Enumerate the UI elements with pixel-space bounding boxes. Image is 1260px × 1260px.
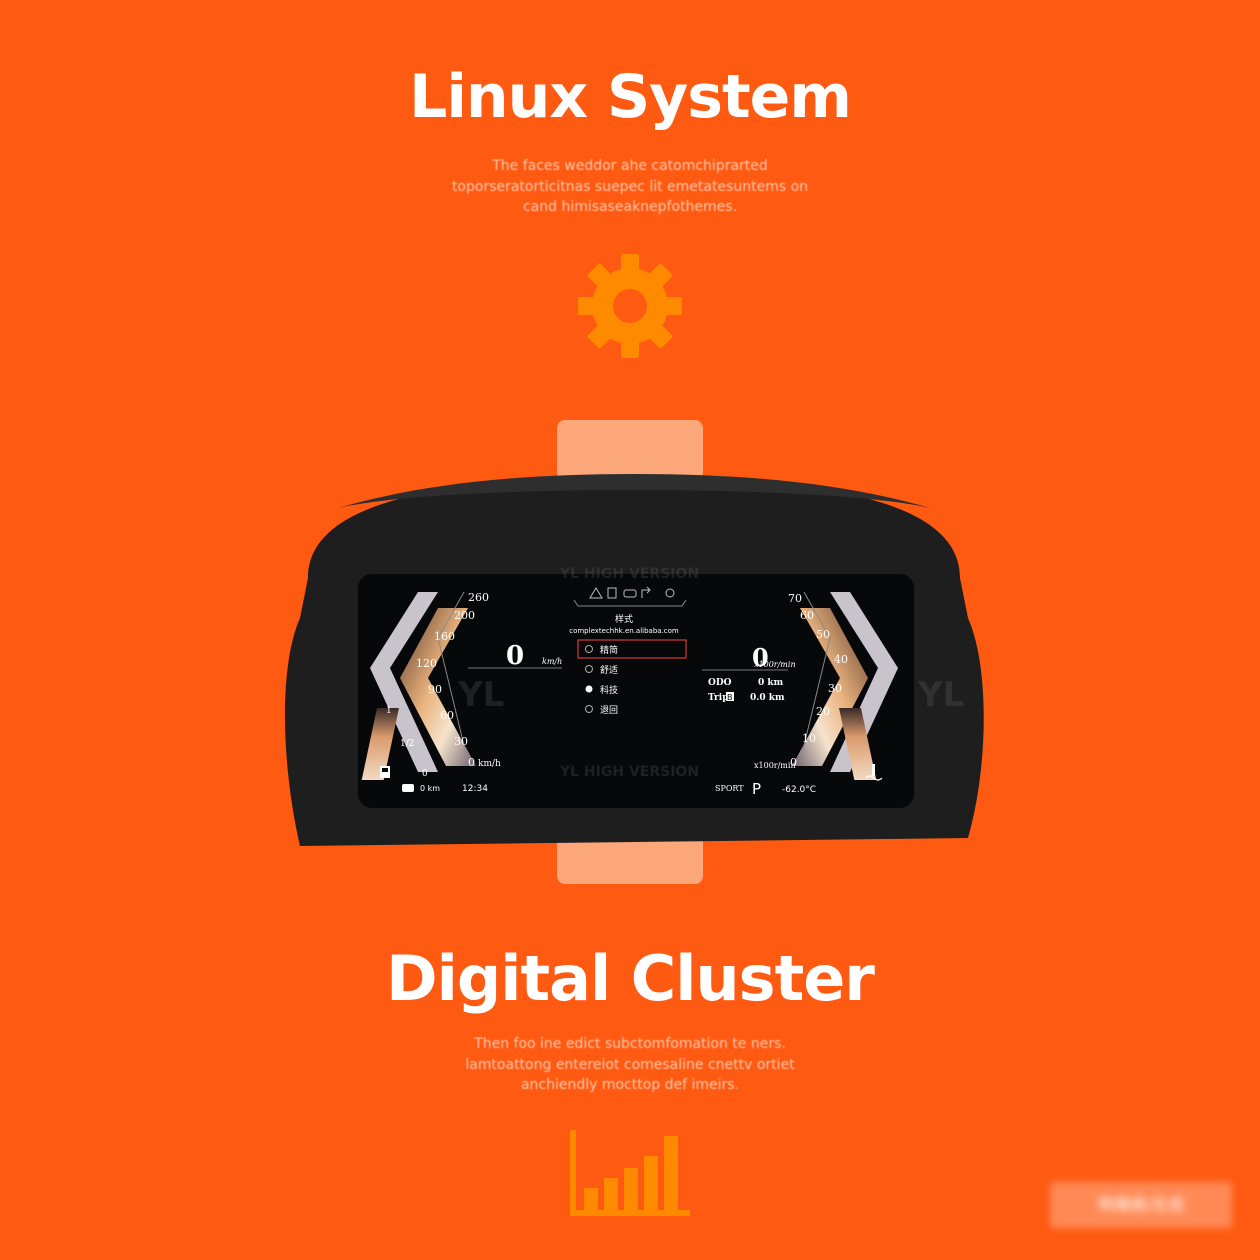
- headline-digital-cluster: Digital Cluster: [386, 942, 875, 1015]
- seat-icon: [607, 587, 617, 599]
- rpm-tick: 60: [800, 609, 814, 622]
- speed-tick: 30: [454, 735, 468, 748]
- range-value: 0 km: [420, 784, 440, 793]
- status-icons-row: [589, 586, 675, 599]
- bar-chart-icon: [570, 1130, 690, 1216]
- trip-badge-box: [726, 692, 734, 701]
- odo-label: ODO: [708, 678, 732, 688]
- blurb-top-line: toporseratorticitnas suepec lit emetates…: [451, 178, 809, 195]
- watermark-text: YL HIGH VERSION: [559, 764, 699, 780]
- speed-tick: 120: [416, 657, 437, 670]
- watermark-logo: YL: [457, 675, 504, 715]
- headline-linux-system: Linux System: [409, 62, 852, 132]
- speed-tick: 0: [468, 756, 475, 769]
- fuel-full-label: 1: [386, 706, 392, 716]
- gear-indicator: P: [752, 780, 761, 798]
- rpm-value: 0: [752, 643, 769, 672]
- car-icon: [623, 589, 637, 598]
- cluster-screen: [358, 574, 914, 808]
- speed-gauge-glow: [400, 608, 476, 766]
- speed-tick: 200: [454, 609, 475, 622]
- speed-tick: 60: [440, 709, 454, 722]
- rpm-gauge-glow: [792, 608, 868, 766]
- menu-option-1[interactable]: 精简: [585, 644, 619, 656]
- watermark-logo: YL: [917, 675, 964, 715]
- coolant-temp-icon: [865, 764, 883, 781]
- fuel-half-label: 1/2: [400, 739, 414, 749]
- fuel-empty-label: 0: [422, 769, 428, 779]
- mount-tab-top: [557, 420, 703, 480]
- blurb-bottom-line: Then foo ine edict subctomfomation te ne…: [474, 1036, 786, 1052]
- clock-time: 12:34: [462, 784, 488, 794]
- blurb-top-line: The faces weddor ahe catomchiprarted: [492, 158, 768, 174]
- blurb-top: The faces weddor ahe catomchiprarted top…: [380, 156, 880, 218]
- menu-title: 样式: [615, 613, 633, 625]
- blurb-bottom: Then foo ine edict subctomfomation te ne…: [380, 1034, 880, 1096]
- drive-mode: SPORT: [715, 784, 744, 793]
- watermark-text: YL HIGH VERSION: [559, 566, 699, 582]
- blurb-bottom-line: lamtoattong entereiot comesaline cnettv …: [465, 1056, 795, 1073]
- menu-selection-frame: [577, 639, 687, 659]
- speed-gauge-chevron: [370, 592, 438, 772]
- trip-label: Trip: [708, 693, 729, 703]
- rpm-tick: 30: [828, 682, 842, 695]
- speed-tick: 90: [428, 683, 442, 696]
- menu-option-3[interactable]: 科技: [585, 684, 619, 696]
- temp-bar: [839, 708, 877, 780]
- fuel-pump-icon: [380, 766, 390, 778]
- fuel-bar: [361, 708, 399, 780]
- menu-option-4[interactable]: 退回: [585, 705, 619, 716]
- rpm-tick: 70: [788, 592, 802, 605]
- rpm-tick: 10: [802, 732, 816, 745]
- rpm-bottom-unit: x100r/min: [754, 761, 796, 770]
- trip-value: 0.0 km: [750, 693, 785, 703]
- corner-watermark: 鸭嘴兽/生成: [1050, 1182, 1232, 1228]
- speed-unit: km/h: [542, 657, 562, 666]
- arrow-icon: [641, 586, 651, 598]
- settings-icon: [665, 588, 675, 598]
- range-icon: [402, 784, 414, 792]
- speed-tick: 160: [434, 630, 455, 643]
- rpm-unit: x100r/min: [754, 660, 796, 669]
- rpm-tick: 50: [816, 628, 830, 641]
- menu-option-label: 退回: [600, 705, 618, 716]
- blurb-bottom-line: anchiendly mocttop def imeirs.: [520, 1077, 740, 1093]
- rpm-tick: 0: [790, 756, 797, 769]
- digital-cluster-device: YL HIGH VERSION YL HIGH VERSION YL YL 26…: [284, 474, 984, 846]
- menu-option-label: 舒适: [600, 664, 618, 676]
- odo-value: 0 km: [758, 678, 784, 688]
- rpm-tick: 40: [834, 653, 848, 666]
- speed-tick: 260: [468, 591, 489, 604]
- menu-option-label: 精简: [600, 644, 618, 656]
- warning-icon: [589, 587, 603, 599]
- menu-url: complextechhk.en.alibaba.com: [569, 627, 679, 635]
- blurb-top-line: cand himisaseaknepfothemes.: [522, 199, 738, 215]
- gear-icon: [578, 254, 682, 358]
- menu-option-2[interactable]: 舒适: [585, 664, 619, 676]
- speed-value: 0: [506, 641, 524, 671]
- outside-temperature: -62.0°C: [782, 785, 816, 795]
- menu-option-label: 科技: [600, 684, 618, 696]
- speed-bottom-unit: km/h: [478, 759, 501, 769]
- trip-badge: B: [727, 693, 733, 702]
- rpm-tick: 20: [816, 705, 830, 718]
